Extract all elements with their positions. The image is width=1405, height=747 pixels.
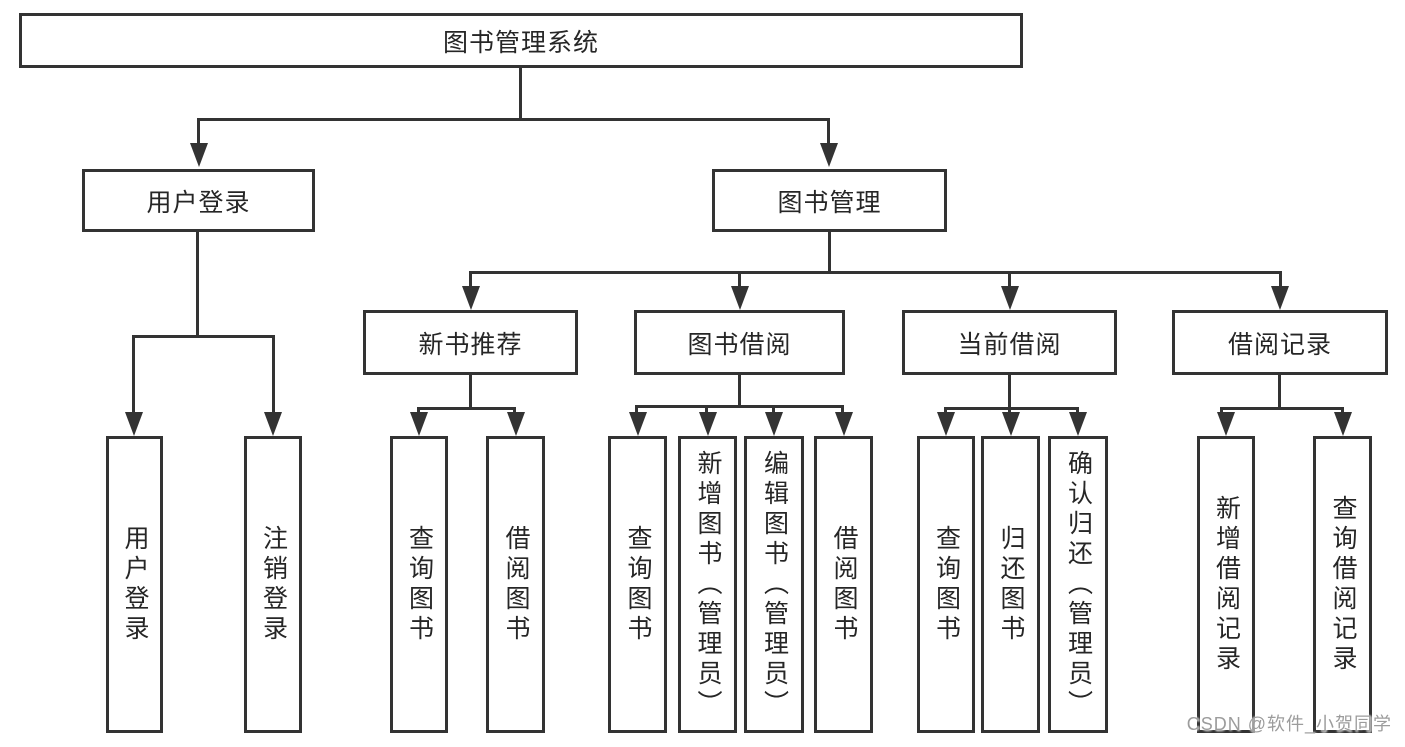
arrow-down-icon <box>410 412 428 436</box>
leaf-borrow-borrow-books: 借阅图书 <box>814 436 873 733</box>
node-borrow-records: 借阅记录 <box>1172 310 1388 375</box>
node-new-book-recommend-label: 新书推荐 <box>418 330 523 359</box>
arrow-down-icon <box>765 412 783 436</box>
connector-leaf-stem <box>1341 407 1344 415</box>
connector-book-mgmt-stem <box>827 118 830 146</box>
node-user-login-label: 用户登录 <box>146 188 251 217</box>
connector-leaf-stem <box>705 405 708 415</box>
node-book-management: 图书管理 <box>712 169 947 232</box>
arrow-down-icon <box>1001 286 1019 310</box>
leaf-borrow-add-books-admin: 新增图书（管理员） <box>678 436 737 733</box>
csdn-watermark: CSDN @软件_小贺同学 <box>1186 714 1392 734</box>
connector-leaf-stem <box>1220 407 1223 415</box>
connector-root-stem <box>519 68 522 121</box>
connector-leaf-stem <box>1008 407 1011 415</box>
connector-records-leaves-rail <box>1221 407 1344 410</box>
leaf-borrow-edit-books-admin: 编辑图书（管理员） <box>744 436 804 733</box>
leaf-current-confirm-return-admin-label: 确认归还（管理员） <box>1064 449 1093 720</box>
arrow-down-icon <box>462 286 480 310</box>
arrow-down-icon <box>264 412 282 436</box>
connector-current-leaves-rail <box>945 407 1079 410</box>
arrow-down-icon <box>125 412 143 436</box>
connector-leaf-stem <box>132 335 135 414</box>
leaf-borrow-query-books-label: 查询图书 <box>624 524 652 645</box>
node-book-borrow: 图书借阅 <box>634 310 845 375</box>
node-root-system: 图书管理系统 <box>19 13 1023 68</box>
connector-current-borrow-down <box>1008 375 1011 409</box>
arrow-down-icon <box>699 412 717 436</box>
node-book-borrow-label: 图书借阅 <box>687 330 792 359</box>
leaf-records-add-record: 新增借阅记录 <box>1197 436 1255 733</box>
arrow-down-icon <box>937 412 955 436</box>
leaf-current-query-books: 查询图书 <box>917 436 975 733</box>
connector-user-login-down <box>196 232 199 338</box>
connector-level3-stem <box>738 271 741 287</box>
connector-borrow-records-down <box>1278 375 1281 409</box>
leaf-borrow-borrow-books-label: 借阅图书 <box>830 524 858 645</box>
connector-leaf-stem <box>513 407 516 415</box>
leaf-recommend-borrow-books: 借阅图书 <box>486 436 545 733</box>
leaf-records-add-record-label: 新增借阅记录 <box>1212 494 1241 675</box>
connector-leaf-stem <box>772 405 775 415</box>
leaf-borrow-query-books: 查询图书 <box>608 436 667 733</box>
leaf-current-return-books: 归还图书 <box>981 436 1040 733</box>
connector-borrow-leaves-rail <box>636 405 844 408</box>
leaf-current-return-books-label: 归还图书 <box>997 524 1025 645</box>
connector-level3-stem <box>1008 271 1011 287</box>
arrow-down-icon <box>1271 286 1289 310</box>
arrow-down-icon <box>190 143 208 167</box>
connector-book-mgmt-down <box>828 232 831 274</box>
leaf-current-query-books-label: 查询图书 <box>932 524 961 645</box>
leaf-recommend-query-books: 查询图书 <box>390 436 448 733</box>
leaf-records-query-record-label: 查询借阅记录 <box>1329 494 1357 675</box>
leaf-logout-label: 注销登录 <box>259 524 288 645</box>
arrow-down-icon <box>835 412 853 436</box>
connector-leaf-stem <box>635 405 638 415</box>
leaf-borrow-add-books-admin-label: 新增图书（管理员） <box>694 449 722 720</box>
node-book-management-label: 图书管理 <box>777 188 882 217</box>
leaf-borrow-edit-books-admin-label: 编辑图书（管理员） <box>760 449 789 720</box>
leaf-recommend-borrow-books-label: 借阅图书 <box>502 524 530 645</box>
arrow-down-icon <box>1334 412 1352 436</box>
connector-user-login-stem <box>197 118 200 146</box>
leaf-user-login: 用户登录 <box>106 436 163 733</box>
node-current-borrow: 当前借阅 <box>902 310 1117 375</box>
node-borrow-records-label: 借阅记录 <box>1227 330 1332 359</box>
leaf-recommend-query-books-label: 查询图书 <box>405 524 434 645</box>
connector-leaf-stem <box>272 335 275 414</box>
connector-book-borrow-down <box>738 375 741 408</box>
arrow-down-icon <box>507 412 525 436</box>
leaf-logout: 注销登录 <box>244 436 302 733</box>
connector-user-leaves-rail <box>132 335 275 338</box>
leaf-user-login-label: 用户登录 <box>121 524 149 645</box>
leaf-records-query-record: 查询借阅记录 <box>1313 436 1372 733</box>
connector-level2-rail <box>197 118 830 121</box>
node-root-label: 图书管理系统 <box>442 28 599 57</box>
node-user-login: 用户登录 <box>82 169 315 232</box>
arrow-down-icon <box>1217 412 1235 436</box>
connector-level3-stem <box>469 271 472 287</box>
node-current-borrow-label: 当前借阅 <box>957 330 1062 359</box>
arrow-down-icon <box>1002 412 1020 436</box>
connector-new-book-rec-down <box>469 375 472 409</box>
connector-rec-leaves-rail <box>418 407 516 410</box>
arrow-down-icon <box>731 286 749 310</box>
arrow-down-icon <box>1069 412 1087 436</box>
arrow-down-icon <box>629 412 647 436</box>
node-new-book-recommend: 新书推荐 <box>363 310 578 375</box>
connector-leaf-stem <box>944 407 947 415</box>
connector-level3-rail <box>469 271 1281 274</box>
connector-leaf-stem <box>841 405 844 415</box>
connector-leaf-stem <box>1076 407 1079 415</box>
leaf-current-confirm-return-admin: 确认归还（管理员） <box>1048 436 1108 733</box>
arrow-down-icon <box>820 143 838 167</box>
connector-level3-stem <box>1279 271 1282 287</box>
connector-leaf-stem <box>417 407 420 415</box>
